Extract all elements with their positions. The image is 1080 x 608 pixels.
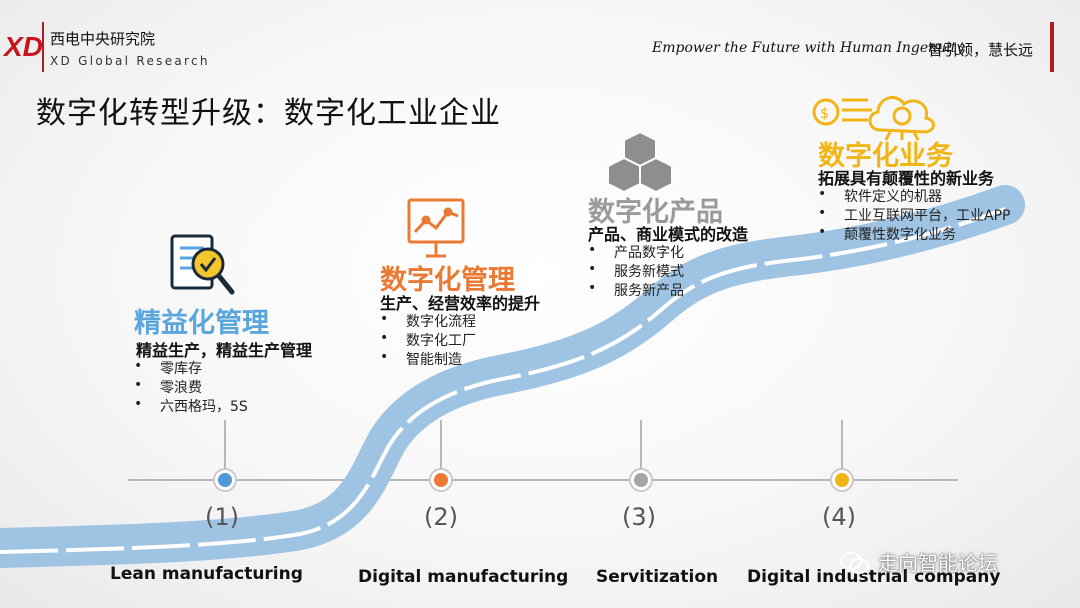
svg-text:$: $ xyxy=(820,106,829,122)
slogan-en: Empower the Future with Human Ingenuity xyxy=(652,40,965,56)
xd-logo: XD xyxy=(2,31,43,62)
wechat-icon xyxy=(840,552,869,574)
stage-2-subtitle: 生产、经营效率的提升 xyxy=(380,294,541,313)
step-number-3: (3) xyxy=(622,503,656,531)
timeline-dot-2 xyxy=(429,468,453,492)
analytics-board-icon xyxy=(407,198,465,258)
logo-divider xyxy=(42,22,44,72)
step-label-4: Digital industrial company xyxy=(747,567,1001,587)
org-name: 西电中央研究院 xyxy=(50,30,156,48)
stage-4-bullets: 软件定义的机器 工业互联网平台，工业APP 颠覆性数字化业务 xyxy=(818,186,1010,243)
road xyxy=(0,185,1025,568)
bullet-item: 零浪费 xyxy=(134,377,248,396)
step-label-1: Lean manufacturing xyxy=(110,564,303,584)
bullet-item: 服务新产品 xyxy=(588,280,684,299)
stage-3-title: 数字化产品 xyxy=(588,197,723,228)
bullet-item: 服务新模式 xyxy=(588,261,684,280)
stage-1-title: 精益化管理 xyxy=(134,308,269,339)
bullet-item: 六西格玛，5S xyxy=(134,396,248,415)
slogan-accent-bar xyxy=(1050,22,1054,72)
cubes-icon xyxy=(607,130,673,194)
slide-title: 数字化转型升级：数字化工业企业 xyxy=(36,96,501,131)
bullet-item: 数字化工厂 xyxy=(380,330,476,349)
stage-1-bullets: 零库存 零浪费 六西格玛，5S xyxy=(134,358,248,415)
step-label-2: Digital manufacturing xyxy=(358,567,569,587)
watermark-text: 走向智能论坛 xyxy=(878,551,998,575)
timeline-dot-4 xyxy=(830,468,854,492)
timeline-dot-1 xyxy=(213,468,237,492)
bullet-item: 产品数字化 xyxy=(588,242,684,261)
step-label-3: Servitization xyxy=(596,567,719,587)
stage-2-title: 数字化管理 xyxy=(380,265,515,296)
step-number-4: (4) xyxy=(822,503,856,531)
stage-2-bullets: 数字化流程 数字化工厂 智能制造 xyxy=(380,311,476,368)
stage-4-subtitle: 拓展具有颠覆性的新业务 xyxy=(818,169,995,188)
stage-1-subtitle: 精益生产，精益生产管理 xyxy=(136,341,313,360)
document-search-icon xyxy=(170,234,235,295)
stage-3-bullets: 产品数字化 服务新模式 服务新产品 xyxy=(588,242,684,299)
timeline-dot-3 xyxy=(629,468,653,492)
bullet-item: 数字化流程 xyxy=(380,311,476,330)
stage-4-title: 数字化业务 xyxy=(818,141,953,172)
step-number-1: (1) xyxy=(205,503,239,531)
bullet-item: 智能制造 xyxy=(380,349,476,368)
cloud-brain-icon: $ xyxy=(812,96,935,141)
watermark: 走向智能论坛 xyxy=(840,547,998,576)
svg-text:XD: XD xyxy=(2,31,43,62)
bullet-item: 零库存 xyxy=(134,358,248,377)
bullet-item: 颠覆性数字化业务 xyxy=(818,224,1010,243)
org-name-en: XD Global Research xyxy=(50,54,210,68)
bullet-item: 软件定义的机器 xyxy=(818,186,1010,205)
stage-3-subtitle: 产品、商业模式的改造 xyxy=(588,225,749,244)
bullet-item: 工业互联网平台，工业APP xyxy=(818,205,1010,224)
step-number-2: (2) xyxy=(424,503,458,531)
road-center-line xyxy=(0,207,1006,554)
slogan-cn: 智引领，慧长远 xyxy=(928,41,1034,59)
